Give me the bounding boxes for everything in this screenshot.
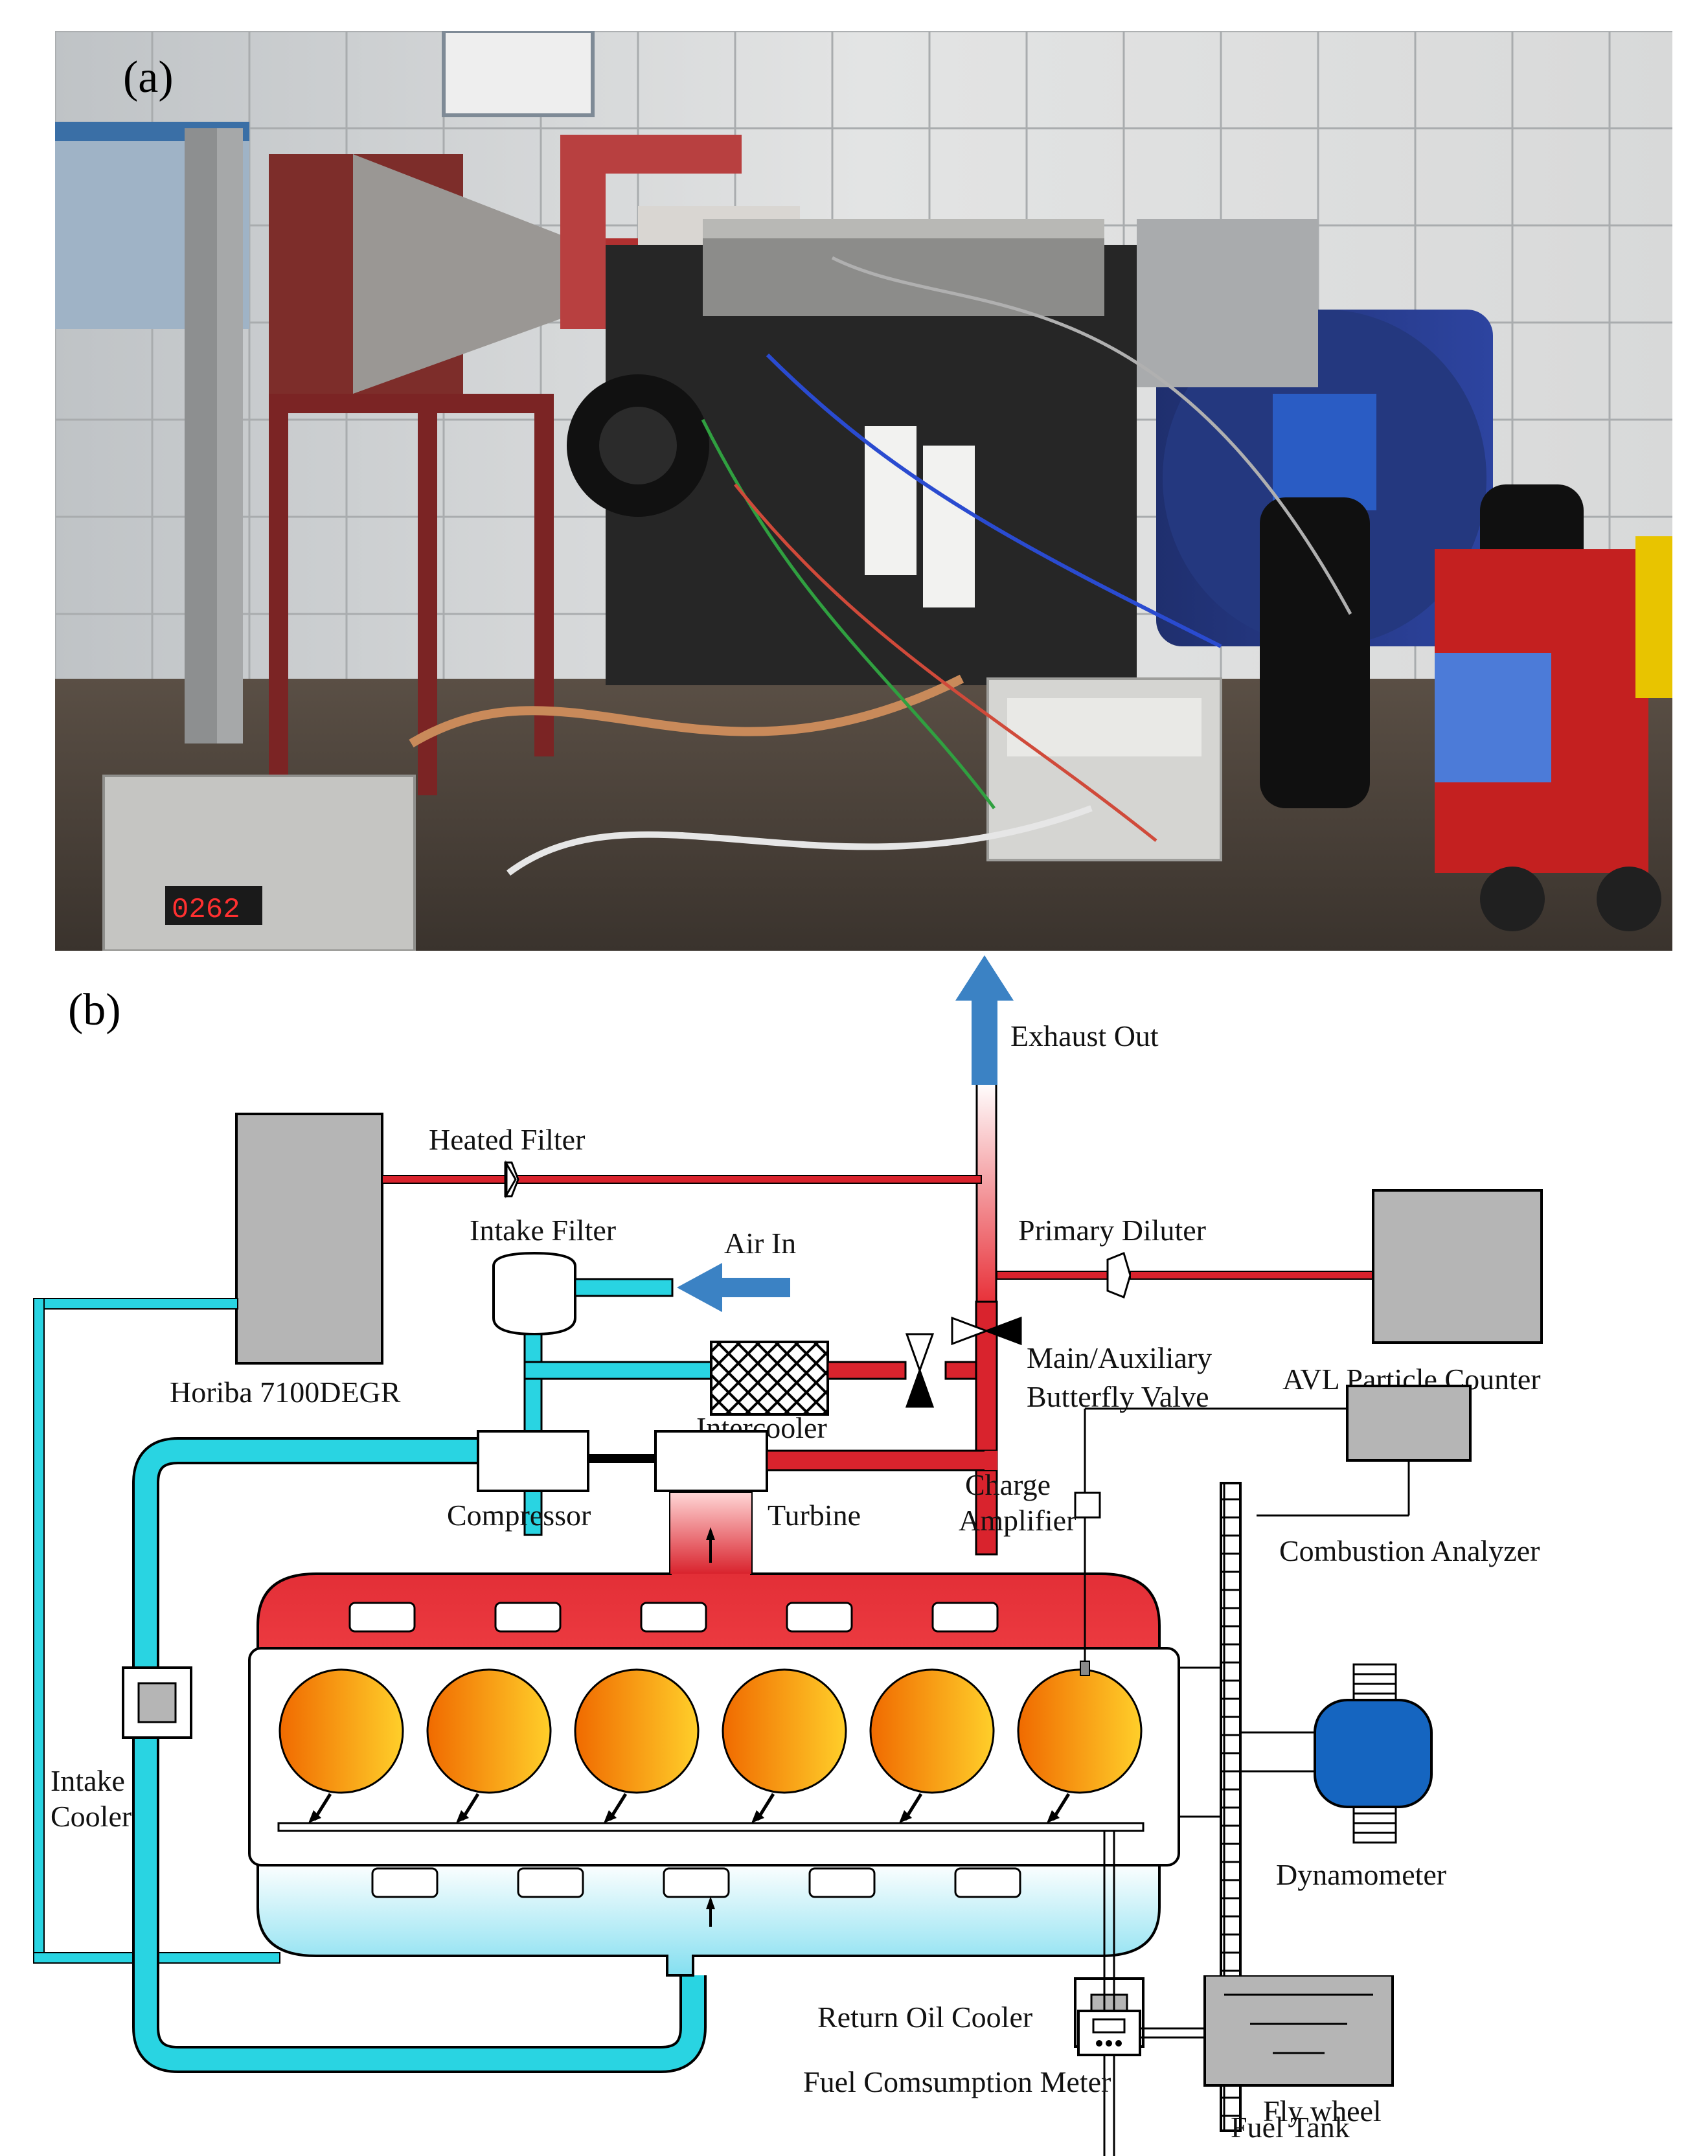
exhaust-ports — [348, 1602, 999, 1633]
fuel-rail — [277, 1822, 1144, 1832]
combustion-analyzer-label: Combustion Analyzer — [1279, 1534, 1540, 1567]
exhaust-out-label: Exhaust Out — [1010, 1019, 1159, 1052]
cylinder-1 — [279, 1668, 404, 1794]
charge-amplifier-label-2: Amplifier — [959, 1504, 1076, 1537]
avl-particle-counter-box — [1372, 1189, 1543, 1344]
horiba-analyzer-box — [235, 1113, 383, 1365]
panel-display-reading: 0262 — [172, 894, 240, 926]
primary-diluter-label: Primary Diluter — [1018, 1214, 1206, 1247]
cylinder-2 — [426, 1668, 552, 1794]
fly-wheel-label: Fly wheel — [1263, 2094, 1382, 2128]
charge-amplifier-box — [1074, 1492, 1101, 1519]
primary-diluter-icon — [1106, 1251, 1132, 1299]
cylinder-6 — [1017, 1668, 1143, 1794]
air-in-pipe — [574, 1278, 674, 1297]
return-oil-cooler-label: Return Oil Cooler — [817, 2001, 1032, 2034]
fuel-tank-label: Fuel Tank — [1231, 2111, 1350, 2144]
intake-manifold — [256, 1861, 1161, 1977]
intake-cooler-label-1: Intake — [51, 1764, 125, 1797]
exhaust-stack — [975, 1080, 997, 1303]
heated-filter-label: Heated Filter — [429, 1123, 585, 1156]
cylinder-4 — [722, 1668, 847, 1794]
intake-cooler-label-2: Cooler — [51, 1800, 131, 1833]
cylinder-3 — [574, 1668, 700, 1794]
compressor-box — [477, 1430, 589, 1492]
engine-test-schematic: Exhaust Out Horiba 7100DEGR Heated Filte… — [33, 955, 1543, 2156]
butterfly-valve-vertical-icon — [905, 1333, 935, 1374]
intake-ports — [371, 1867, 1021, 1898]
fuel-tank-box — [1203, 1975, 1394, 2087]
main-aux-valve-label-1: Main/Auxiliary — [1027, 1341, 1212, 1374]
engine-test-bench-photo: 0262 — [55, 31, 1672, 951]
horiba-label: Horiba 7100DEGR — [170, 1376, 401, 1409]
cylinders — [279, 1668, 1143, 1794]
turbine-box — [654, 1430, 768, 1492]
air-in-arrow-icon — [677, 1263, 790, 1312]
turbine-label: Turbine — [768, 1499, 861, 1532]
panel-label-a: (a) — [123, 52, 174, 102]
charge-amplifier-label-1: Charge — [965, 1468, 1051, 1501]
fuel-system: Fuel Comsumption Meter Fuel Tank — [803, 1975, 1394, 2144]
intake-filter-icon — [492, 1251, 576, 1336]
fuel-meter-label: Fuel Comsumption Meter — [803, 2065, 1111, 2098]
intercooler-box — [710, 1341, 829, 1416]
intake-filter-label: Intake Filter — [470, 1214, 616, 1247]
combustion-analyzer-box — [1346, 1385, 1472, 1462]
exhaust-out-arrow-icon — [955, 955, 1014, 1085]
air-in-label: Air In — [724, 1227, 796, 1260]
dynamometer-label: Dynamometer — [1276, 1858, 1446, 1891]
panel-a-photo: 0262 (a) — [0, 0, 1708, 955]
exhaust-riser — [975, 1300, 998, 1556]
heated-filter-line — [381, 1175, 982, 1184]
cylinder-5 — [869, 1668, 995, 1794]
main-aux-valve-icon — [951, 1316, 990, 1346]
panel-label-b: (b) — [68, 985, 121, 1035]
compressor-label: Compressor — [447, 1499, 591, 1532]
dynamometer-body — [1314, 1699, 1433, 1808]
